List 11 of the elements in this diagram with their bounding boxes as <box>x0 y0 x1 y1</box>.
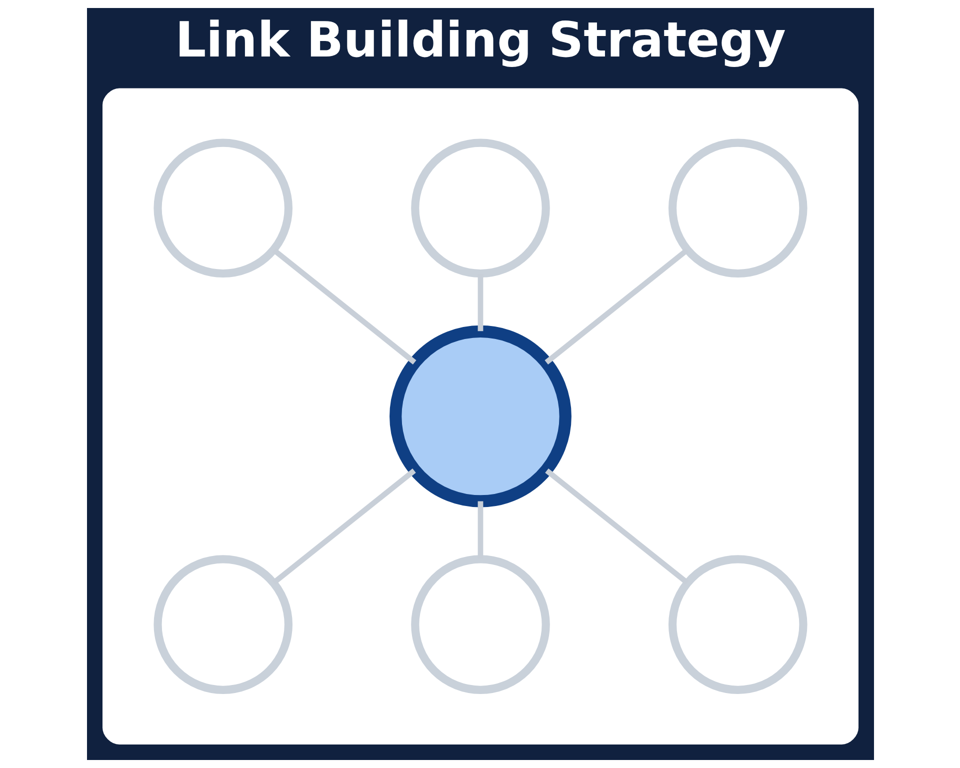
node-circle <box>410 138 550 278</box>
connector <box>544 468 688 585</box>
diagram-title: Link Building Strategy <box>174 12 786 68</box>
cluster <box>102 88 858 744</box>
node-circle <box>668 555 807 694</box>
node-circle <box>410 555 550 694</box>
node-circle <box>389 325 571 508</box>
connector <box>544 248 688 364</box>
node-circle <box>668 138 807 278</box>
node-circle <box>153 555 292 694</box>
node-circle <box>153 138 292 278</box>
